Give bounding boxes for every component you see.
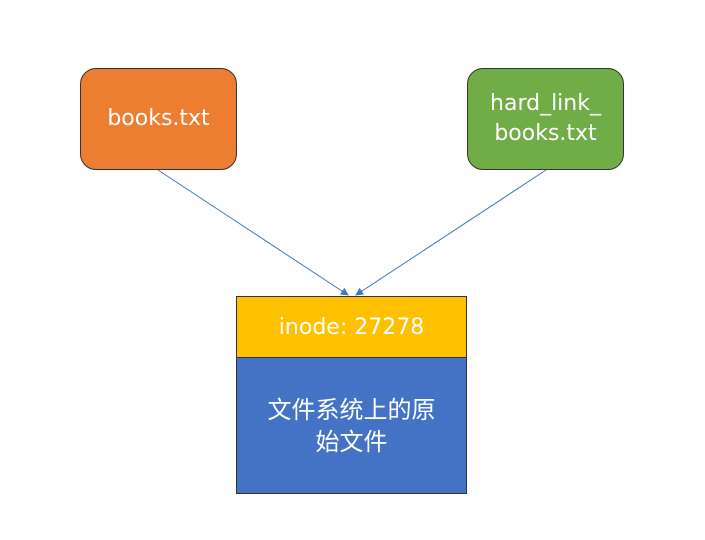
file-hard-link-books-txt: hard_link_ books.txt: [467, 68, 624, 170]
original-file-label: 文件系统上的原 始文件: [267, 395, 436, 456]
original-file-box: 文件系统上的原 始文件: [236, 357, 467, 494]
file-hard-link-books-txt-label: hard_link_ books.txt: [490, 91, 601, 146]
inode-number-box: inode: 27278: [236, 296, 467, 358]
file-books-txt: books.txt: [80, 68, 237, 170]
inode-number-label: inode: 27278: [278, 314, 425, 340]
file-books-txt-label: books.txt: [107, 106, 210, 131]
arrow-hardlink-to-inode: [355, 169, 547, 296]
arrow-books-to-inode: [157, 169, 349, 296]
